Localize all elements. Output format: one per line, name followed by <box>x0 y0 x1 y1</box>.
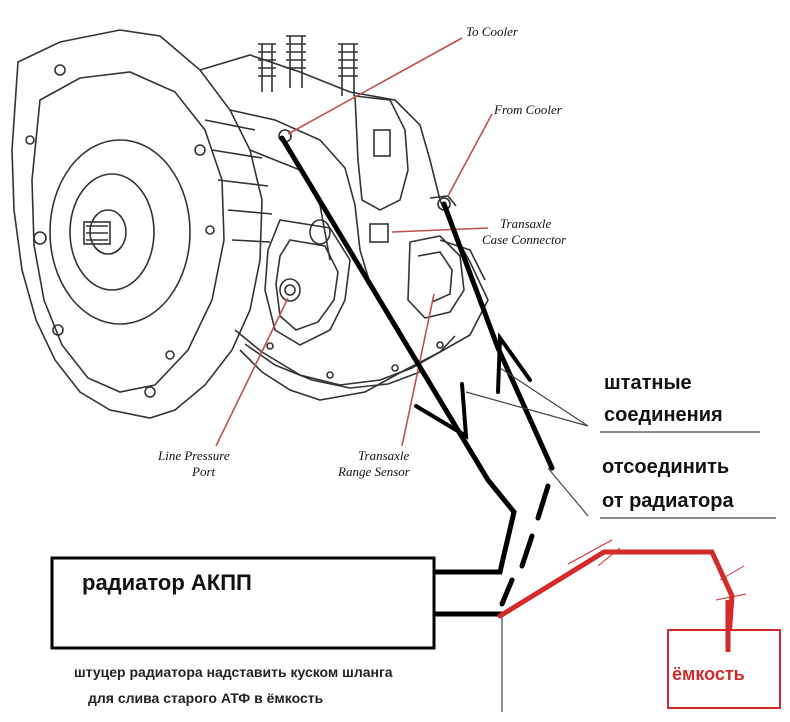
factory-connections-label-line1: штатные <box>604 372 692 394</box>
factory-connections-label-line2: соединения <box>604 404 723 426</box>
range-sensor-leader <box>401 293 435 447</box>
line-pressure-port-leader <box>215 297 289 447</box>
disconnect-leader <box>547 467 589 517</box>
line-pressure-port-label-line1: Line Pressure <box>157 448 230 463</box>
to-cooler-leader <box>287 37 463 135</box>
range-sensor-label-line2: Range Sensor <box>337 464 411 479</box>
case-connector-label-line2: Case Connector <box>482 232 567 247</box>
note-line2: для слива старого АТФ в ёмкость <box>88 690 324 706</box>
disconnect-label-line2: от радиатора <box>602 490 734 512</box>
annotation-leaders <box>465 367 776 712</box>
dash-3 <box>499 577 515 607</box>
range-sensor-label-line1: Transaxle <box>358 448 410 463</box>
callout-leaders <box>215 37 493 447</box>
radiator-label: радиатор АКПП <box>82 570 252 595</box>
flow-arrow-down <box>414 382 469 440</box>
to-cooler-label: To Cooler <box>466 24 519 39</box>
radiator-box <box>50 556 436 650</box>
outgoing-fluid-line <box>279 135 517 575</box>
factory-leader-1 <box>465 391 589 427</box>
flow-arrow-up <box>496 332 532 394</box>
case-connector-leader <box>391 227 489 233</box>
drain-hose <box>497 549 735 655</box>
from-cooler-leader <box>447 113 493 197</box>
from-cooler-label: From Cooler <box>493 102 563 117</box>
drain-hose-sketch <box>567 539 747 601</box>
line-pressure-port-label-line2: Port <box>191 464 216 479</box>
container-label: ёмкость <box>672 664 745 684</box>
case-connector-label-line1: Transaxle <box>500 216 552 231</box>
dash-1 <box>535 483 551 521</box>
factory-leader-2 <box>499 367 589 427</box>
flow-arrows <box>414 332 532 440</box>
note-line1: штуцер радиатора надставить куском шланг… <box>74 664 393 680</box>
container-box <box>667 629 781 709</box>
dash-2 <box>519 533 535 569</box>
disconnect-label-line1: отсоединить <box>602 456 730 478</box>
